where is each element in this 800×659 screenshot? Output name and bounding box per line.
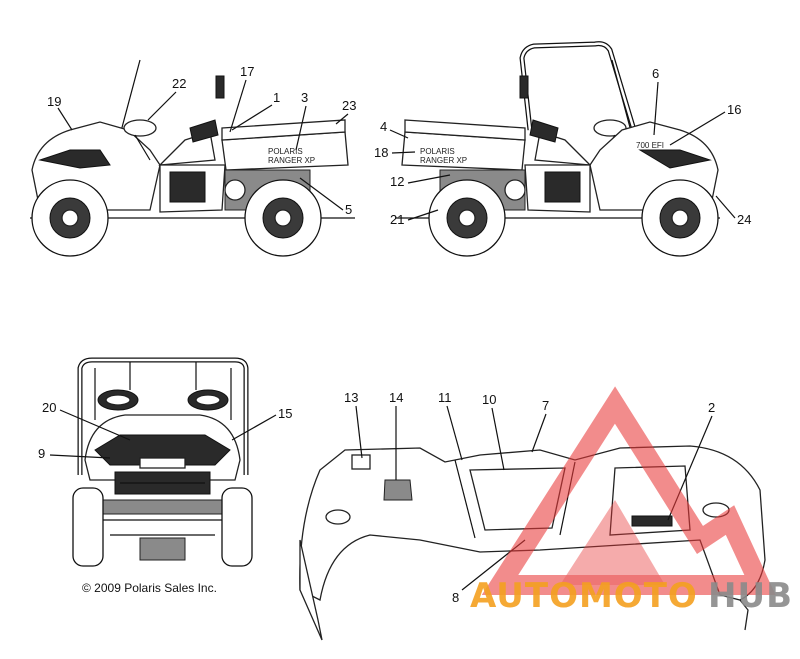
decal-model-number: 700 EFI [636,141,664,150]
callouts-left-side: 19 22 17 1 3 23 5 [47,64,356,217]
callout-2: 2 [708,400,715,415]
decal-polaris-right: POLARIS [420,147,455,156]
vehicle-front-view [72,357,253,567]
vehicle-right-side-view: POLARIS RANGER XP 700 EFI [395,41,720,257]
front-left-tire-front-view [72,487,104,567]
callout-1: 1 [273,90,280,105]
callout-23: 23 [342,98,356,113]
callout-17: 17 [240,64,254,79]
callouts-front-view: 20 9 15 [38,400,292,461]
callout-24: 24 [737,212,751,227]
callout-15: 15 [278,406,292,421]
callouts-right-side: 4 18 12 21 6 16 24 [374,66,751,227]
callout-9: 9 [38,446,45,461]
watermark-text-automoto: AUTOMOTO [470,576,698,616]
decal-ranger-xp-right: RANGER XP [420,156,467,165]
callout-14: 14 [389,390,403,405]
automotohub-watermark-logo [481,386,776,595]
callout-16: 16 [727,102,741,117]
callout-6: 6 [652,66,659,81]
callout-8: 8 [452,590,459,605]
copyright-text: © 2009 Polaris Sales Inc. [82,581,217,595]
callout-22: 22 [172,76,186,91]
callout-19: 19 [47,94,61,109]
decal-ranger-xp-left: RANGER XP [268,156,315,165]
callout-3: 3 [301,90,308,105]
callout-11: 11 [438,390,452,405]
vehicle-left-side-view: POLARIS RANGER XP [30,42,355,257]
callout-18: 18 [374,145,388,160]
decal-polaris-left: POLARIS [268,147,303,156]
callout-13: 13 [344,390,358,405]
callout-7: 7 [542,398,549,413]
callout-21: 21 [390,212,404,227]
callout-20: 20 [42,400,56,415]
front-right-tire-front-view [221,487,253,567]
callout-5: 5 [345,202,352,217]
callout-12: 12 [390,174,404,189]
callout-10: 10 [482,392,496,407]
watermark-text-hub: HUB [708,576,793,616]
callout-4: 4 [380,119,387,134]
